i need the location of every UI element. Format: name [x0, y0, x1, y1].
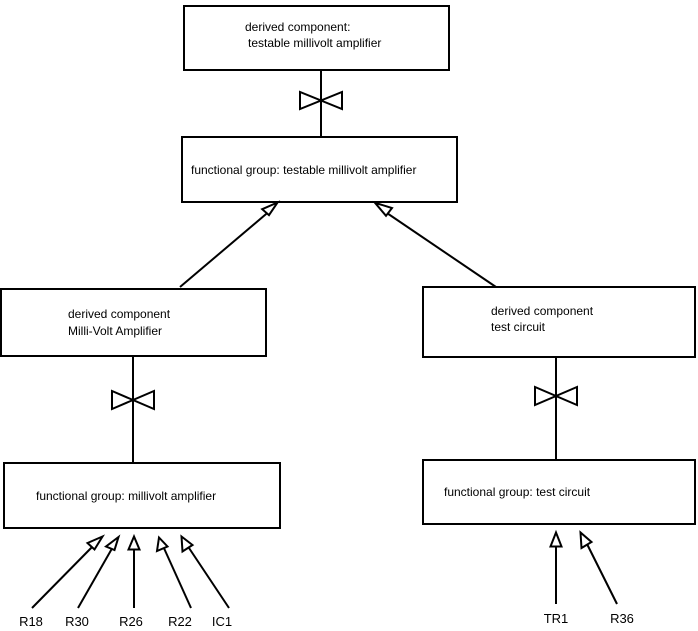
arrow-right-derived-to-top-functional	[372, 200, 497, 288]
arrow-leaf-tr1	[549, 529, 563, 604]
node-top-derived-component-line1: derived component:	[245, 20, 350, 34]
node-left-derived-component-rect[interactable]	[0, 288, 267, 357]
node-top-derived-component[interactable]: derived component: testable millivolt am…	[183, 5, 450, 71]
arrow-leaf-r36	[579, 530, 618, 605]
arrow-left-derived-to-top-functional-line	[179, 208, 273, 288]
arrow-right-derived-to-top-functional-line	[380, 208, 497, 288]
connector-right-realization	[534, 357, 578, 459]
arrow-leaf-r30-head	[104, 534, 121, 552]
bowtie-realization-icon-left	[111, 389, 155, 411]
node-top-functional-group-line1: functional group: testable millivolt amp…	[191, 163, 416, 177]
connector-left-realization	[111, 356, 155, 462]
arrow-leaf-r26	[126, 533, 142, 608]
arrow-leaf-ic1	[180, 534, 230, 609]
arrow-left-derived-to-top-functional-head	[260, 200, 281, 217]
node-right-derived-component-line2: test circuit	[491, 320, 546, 334]
node-right-functional-group-rect[interactable]	[422, 459, 696, 525]
bowtie-realization-icon-right	[534, 385, 578, 407]
arrow-leaf-r22	[155, 535, 192, 609]
arrow-leaf-r18	[31, 534, 106, 609]
leaf-label-r36: R36	[610, 611, 634, 626]
node-left-functional-group-rect[interactable]	[3, 462, 281, 529]
leaf-label-r26: R26	[119, 614, 143, 629]
arrow-leaf-r18-line	[31, 542, 97, 609]
arrow-leaf-r18-head	[85, 534, 106, 552]
arrow-leaf-r36-line	[585, 541, 618, 605]
node-top-derived-component-line2: testable millivolt amplifier	[248, 36, 381, 50]
node-right-derived-component-line1: derived component	[491, 304, 594, 318]
node-left-functional-group-line1: functional group: millivolt amplifier	[36, 489, 216, 503]
node-left-derived-component[interactable]: derived component Milli-Volt Amplifier	[0, 288, 267, 357]
arrow-leaf-r36-head	[579, 530, 594, 550]
arrow-leaf-r22-head	[155, 535, 170, 553]
node-right-derived-component[interactable]: derived component test circuit	[422, 286, 696, 358]
leaf-label-r18: R18	[19, 614, 43, 629]
leaf-label-r22: R22	[168, 614, 192, 629]
node-right-functional-group-line1: functional group: test circuit	[444, 485, 591, 499]
arrow-leaf-tr1-head	[549, 529, 563, 548]
node-top-functional-group[interactable]: functional group: testable millivolt amp…	[181, 136, 458, 203]
node-left-derived-component-line2: Milli-Volt Amplifier	[68, 324, 162, 338]
arrow-leaf-r30	[77, 534, 121, 609]
connector-top-realization	[299, 70, 343, 136]
leaf-label-r30: R30	[65, 614, 89, 629]
arrow-leaf-ic1-line	[186, 544, 230, 609]
leaf-label-ic1: IC1	[212, 614, 232, 629]
arrow-right-derived-to-top-functional-head	[372, 200, 394, 218]
node-left-derived-component-line1: derived component	[68, 307, 171, 321]
arrow-leaf-r26-head	[126, 533, 142, 551]
bowtie-realization-icon-top	[299, 90, 343, 111]
node-right-derived-component-rect[interactable]	[422, 286, 696, 358]
leaf-label-tr1: TR1	[544, 611, 569, 626]
node-right-functional-group[interactable]: functional group: test circuit	[422, 459, 696, 525]
arrow-left-derived-to-top-functional	[179, 200, 281, 288]
arrow-leaf-r30-line	[77, 544, 115, 609]
arrow-leaf-ic1-head	[180, 534, 195, 554]
node-top-derived-component-rect[interactable]	[183, 5, 450, 71]
node-top-functional-group-rect[interactable]	[181, 136, 458, 203]
arrow-leaf-r22-line	[162, 545, 192, 609]
node-left-functional-group[interactable]: functional group: millivolt amplifier	[3, 462, 281, 529]
